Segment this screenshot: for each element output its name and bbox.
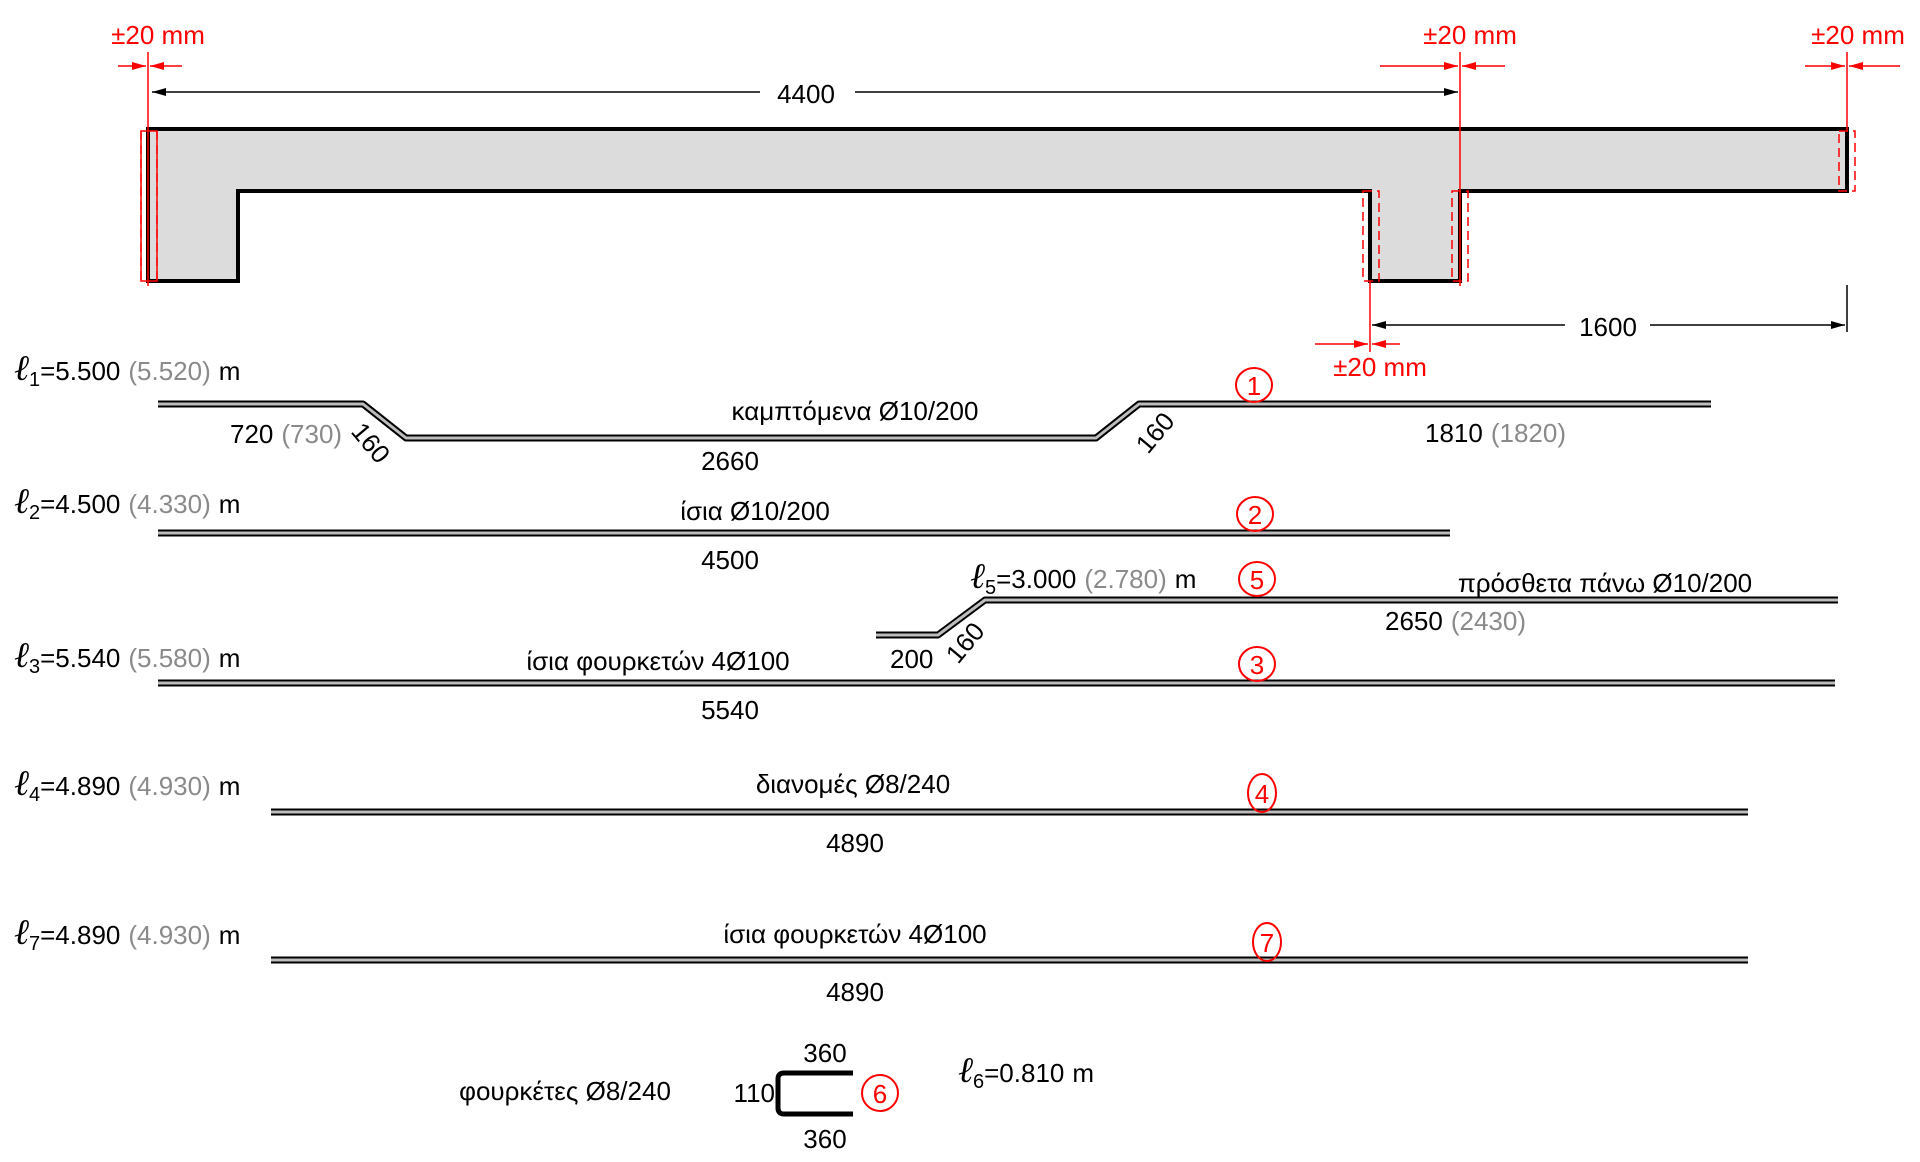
bar-marker-6: 6	[861, 1074, 899, 1112]
svg-text:±20 mm: ±20 mm	[1333, 352, 1427, 382]
bar-marker-7: 7	[1252, 922, 1282, 962]
svg-text:ίσια φουρκετών 4Ø100: ίσια φουρκετών 4Ø100	[526, 646, 789, 676]
bar-5: ℓ5=3.000(2.780)m πρόσθετα πάνω Ø10/200 2…	[876, 556, 1838, 674]
svg-text:1810(1820): 1810(1820)	[1425, 418, 1566, 448]
svg-text:4: 4	[1255, 779, 1269, 809]
svg-text:360: 360	[803, 1124, 846, 1154]
bar-4: ℓ4=4.890(4.930)m διανομές Ø8/240 4890 4	[14, 763, 1748, 858]
svg-text:160: 160	[1130, 406, 1181, 459]
tolerance-zone-column-left	[1362, 190, 1380, 282]
bar-2: ℓ2=4.500(4.330)m ίσια Ø10/200 4500 2	[14, 481, 1450, 575]
svg-text:±20 mm: ±20 mm	[1423, 20, 1517, 50]
svg-text:110: 110	[734, 1078, 775, 1108]
svg-text:360: 360	[803, 1038, 846, 1068]
svg-text:4890: 4890	[826, 977, 884, 1007]
dimension-cantilever-label: 1600	[1579, 312, 1637, 342]
svg-text:200: 200	[890, 644, 933, 674]
bar-1: ℓ1=5.500(5.520)m καμπτόμενα Ø10/200 720(…	[14, 348, 1711, 476]
svg-text:7: 7	[1260, 928, 1274, 958]
tolerance-callout-left: ±20 mm	[111, 20, 205, 286]
svg-text:1: 1	[1247, 371, 1261, 401]
svg-text:4500: 4500	[701, 545, 759, 575]
bar-7: ℓ7=4.890(4.930)m ίσια φουρκετών 4Ø100 48…	[14, 912, 1748, 1007]
svg-text:ℓ4=4.890(4.930)m: ℓ4=4.890(4.930)m	[14, 763, 240, 806]
bar-marker-1: 1	[1235, 367, 1273, 403]
beam-section	[140, 127, 1856, 283]
tolerance-callout-column: ±20 mm	[1380, 20, 1517, 286]
bar-3: ℓ3=5.540(5.580)m ίσια φουρκετών 4Ø100 55…	[14, 635, 1835, 725]
svg-text:πρόσθετα πάνω Ø10/200: πρόσθετα πάνω Ø10/200	[1458, 568, 1752, 598]
svg-text:6: 6	[873, 1079, 887, 1109]
svg-text:ℓ1=5.500(5.520)m: ℓ1=5.500(5.520)m	[14, 348, 240, 391]
bar-marker-3: 3	[1238, 646, 1276, 682]
svg-text:5: 5	[1250, 565, 1264, 595]
concrete-outline	[146, 127, 1849, 283]
svg-text:±20 mm: ±20 mm	[1811, 20, 1905, 50]
svg-text:ℓ5=3.000(2.780)m: ℓ5=3.000(2.780)m	[970, 556, 1196, 599]
bar-marker-2: 2	[1236, 496, 1274, 532]
svg-text:ℓ3=5.540(5.580)m: ℓ3=5.540(5.580)m	[14, 635, 240, 678]
dimension-4400: 4400	[152, 79, 1458, 109]
svg-text:±20 mm: ±20 mm	[111, 20, 205, 50]
svg-text:ℓ7=4.890(4.930)m: ℓ7=4.890(4.930)m	[14, 912, 240, 955]
svg-text:720(730): 720(730)	[230, 419, 342, 449]
tolerance-callout-right: ±20 mm	[1805, 20, 1905, 131]
svg-text:3: 3	[1250, 650, 1264, 680]
svg-text:2650(2430): 2650(2430)	[1385, 606, 1526, 636]
svg-text:2: 2	[1248, 500, 1262, 530]
svg-text:διανομές Ø8/240: διανομές Ø8/240	[756, 769, 950, 799]
svg-text:5540: 5540	[701, 695, 759, 725]
svg-text:καμπτόμενα Ø10/200: καμπτόμενα Ø10/200	[732, 396, 979, 426]
dimension-main-label: 4400	[777, 79, 835, 109]
svg-text:φουρκέτες Ø8/240: φουρκέτες Ø8/240	[459, 1076, 671, 1106]
svg-text:ίσια φουρκετών 4Ø100: ίσια φουρκετών 4Ø100	[723, 919, 986, 949]
svg-text:4890: 4890	[826, 828, 884, 858]
svg-text:ℓ2=4.500(4.330)m: ℓ2=4.500(4.330)m	[14, 481, 240, 524]
svg-text:ίσια Ø10/200: ίσια Ø10/200	[680, 496, 830, 526]
bar-marker-5: 5	[1238, 561, 1276, 597]
bar-marker-4: 4	[1247, 773, 1277, 813]
svg-text:2660: 2660	[701, 446, 759, 476]
dimension-1600: 1600	[1372, 285, 1848, 342]
tolerance-callout-bottom: ±20 mm	[1315, 281, 1427, 382]
